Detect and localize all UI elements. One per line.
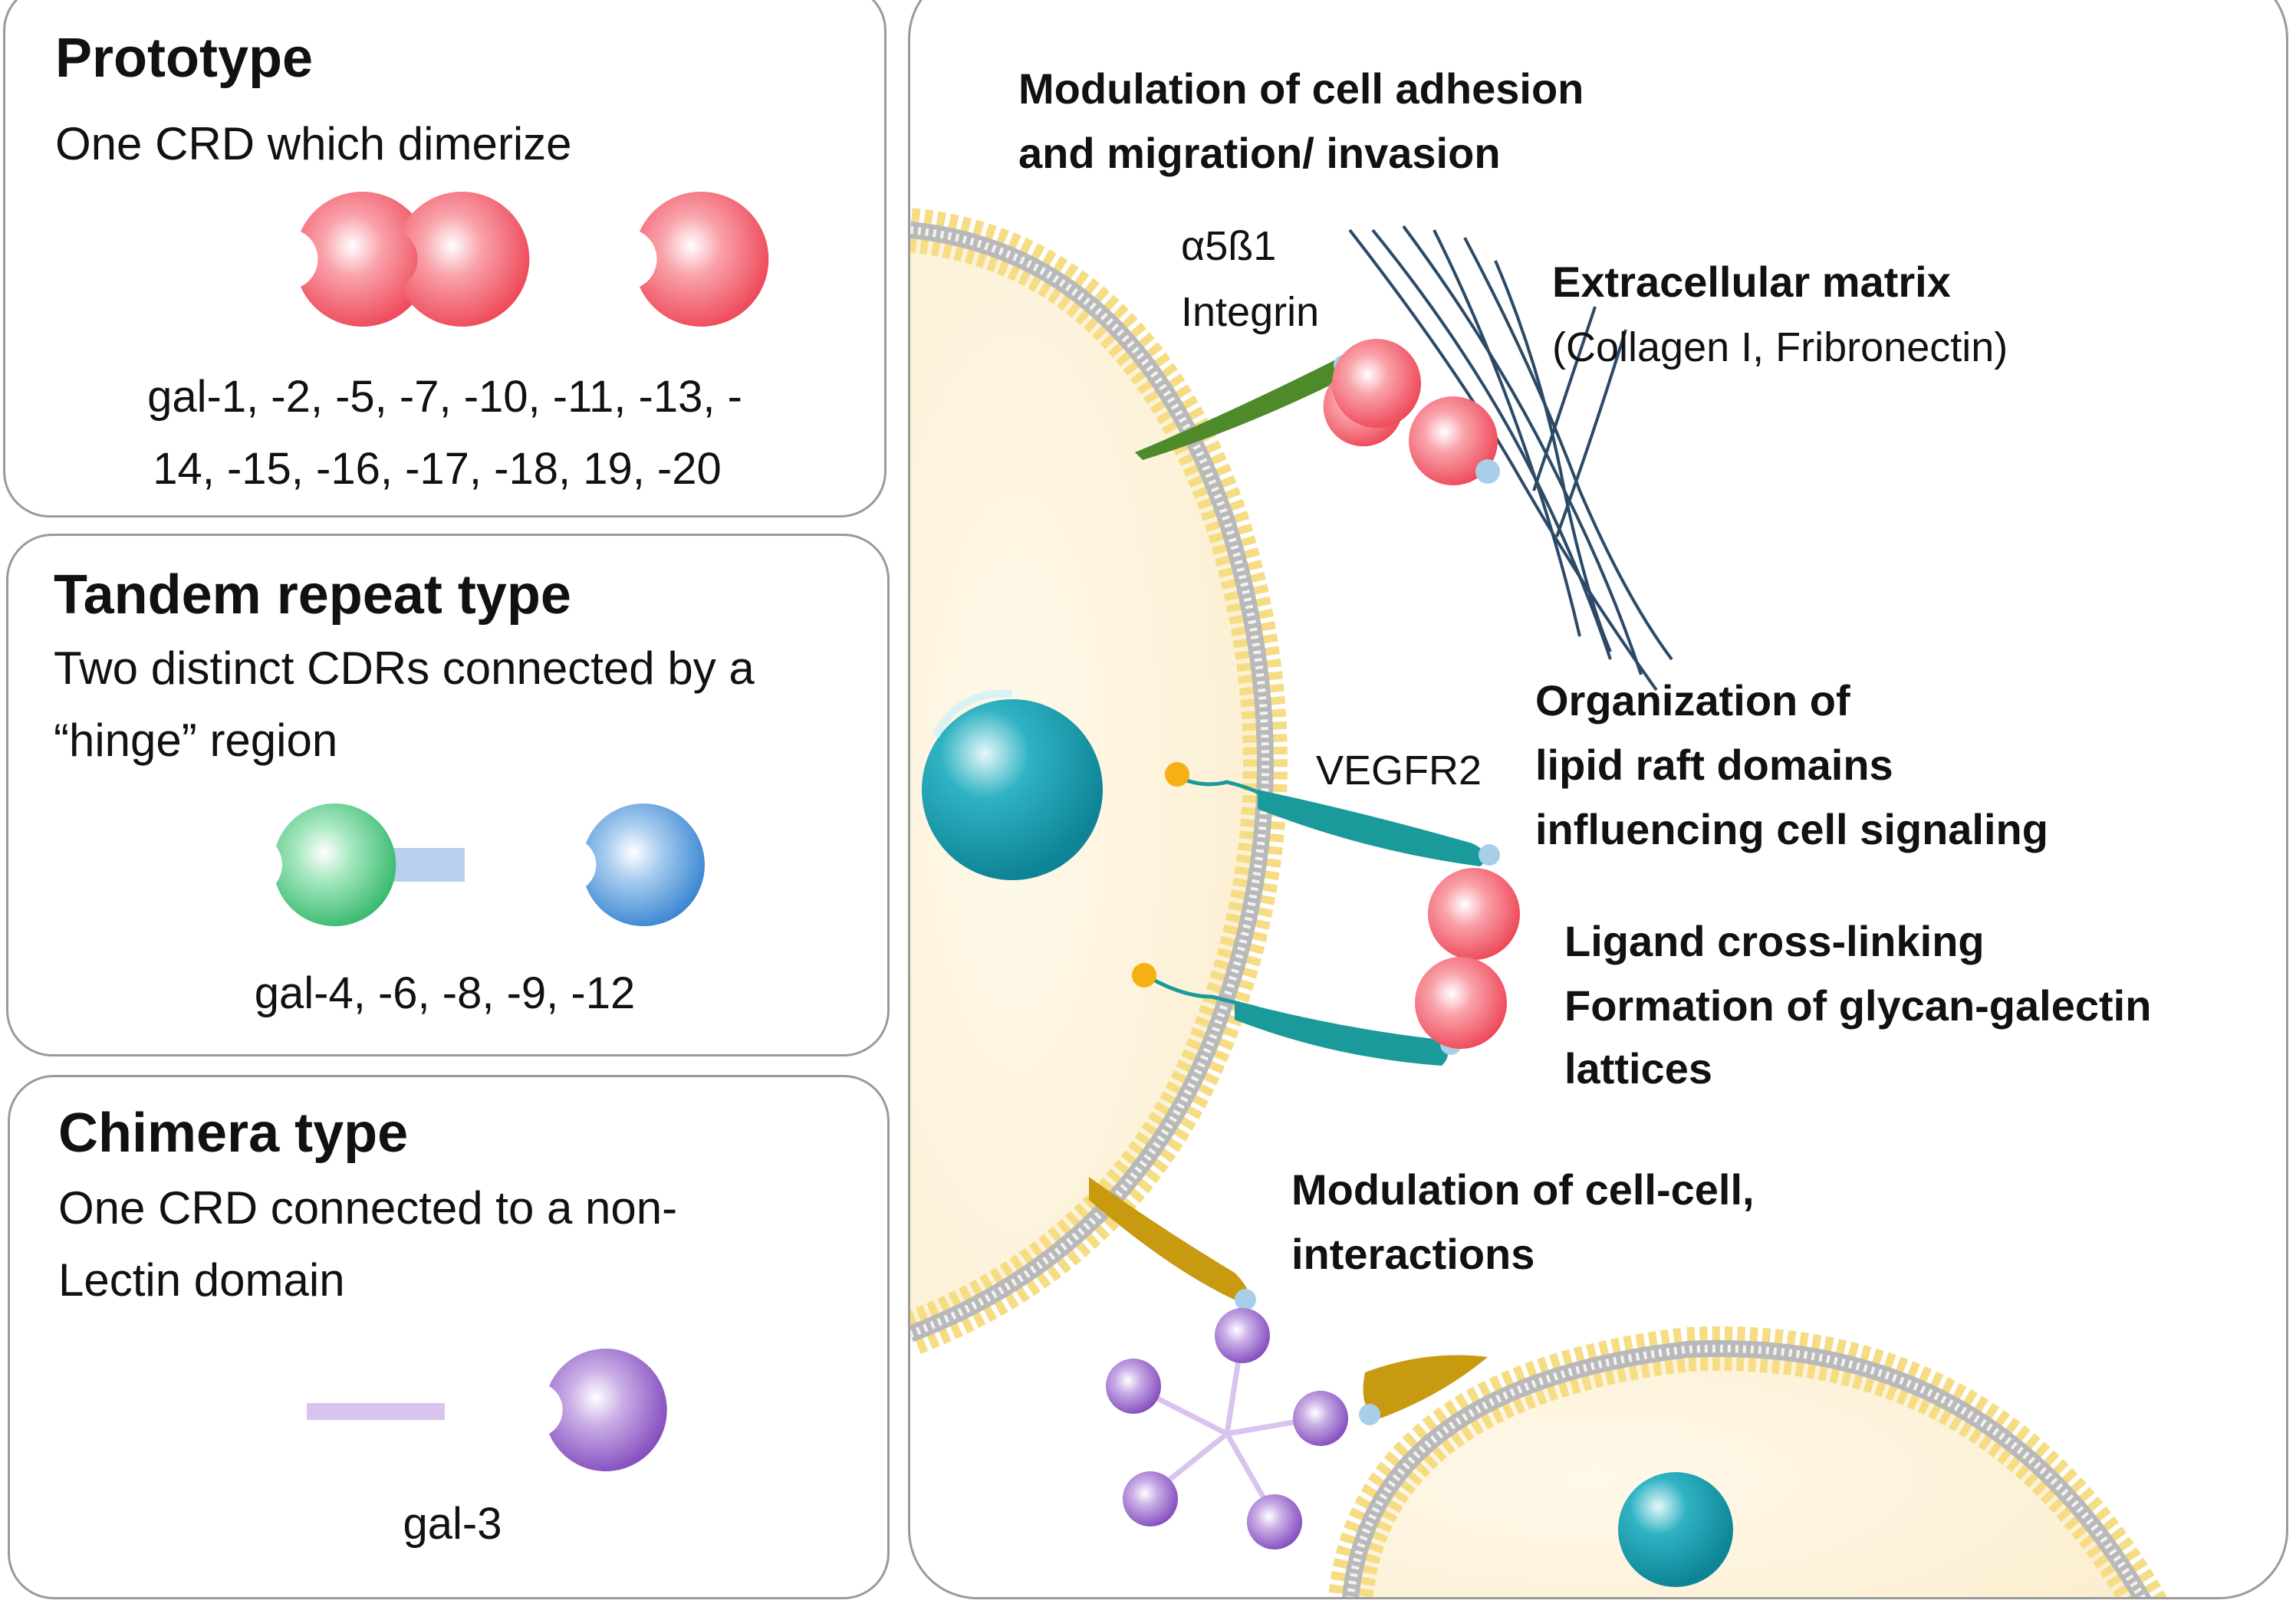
chimera-members: gal-3 (403, 1499, 502, 1549)
label-lipid-line1: Organization of (1535, 676, 1850, 725)
tandem-title: Tandem repeat type (54, 564, 571, 626)
label-vegfr2: VEGFR2 (1316, 748, 1482, 794)
tandem-description-line1: Two distinct CDRs connected by a (54, 642, 755, 694)
label-ligand-line2: Formation of glycan-galectin (1564, 981, 2152, 1030)
chimera-description-line1: One CRD connected to a non- (58, 1182, 678, 1234)
prototype-members-line2: 14, -15, -16, -17, -18, 19, -20 (153, 444, 722, 494)
prototype-members-line1: gal-1, -2, -5, -7, -10, -11, -13, - (147, 372, 742, 422)
label-integrin-line2: Integrin (1181, 289, 1320, 335)
label-adhesion-line2: and migration/ invasion (1018, 129, 1501, 177)
tandem-repeat-panel (6, 534, 890, 1057)
tandem-members: gal-4, -6, -8, -9, -12 (254, 968, 636, 1018)
label-ligand-line3: lattices (1564, 1044, 1712, 1093)
label-ecm-title: Extracellular matrix (1552, 258, 1951, 306)
label-cellcell-line2: interactions (1291, 1230, 1535, 1278)
chimera-panel (8, 1075, 890, 1599)
label-lipid-line3: influencing cell signaling (1535, 805, 2048, 853)
tandem-description-line2: “hinge” region (54, 715, 338, 766)
label-ligand-line1: Ligand cross-linking (1564, 917, 1985, 965)
prototype-description: One CRD which dimerize (55, 118, 572, 169)
label-cellcell-line1: Modulation of cell-cell, (1291, 1165, 1755, 1214)
label-integrin-line1: α5ß1 (1181, 223, 1277, 269)
label-adhesion-line1: Modulation of cell adhesion (1018, 64, 1584, 113)
chimera-description-line2: Lectin domain (58, 1254, 345, 1306)
prototype-title: Prototype (55, 28, 314, 89)
label-ecm-detail: (Collagen I, Fribronectin) (1552, 324, 2008, 370)
label-lipid-line2: lipid raft domains (1535, 741, 1893, 789)
chimera-title: Chimera type (58, 1103, 409, 1164)
